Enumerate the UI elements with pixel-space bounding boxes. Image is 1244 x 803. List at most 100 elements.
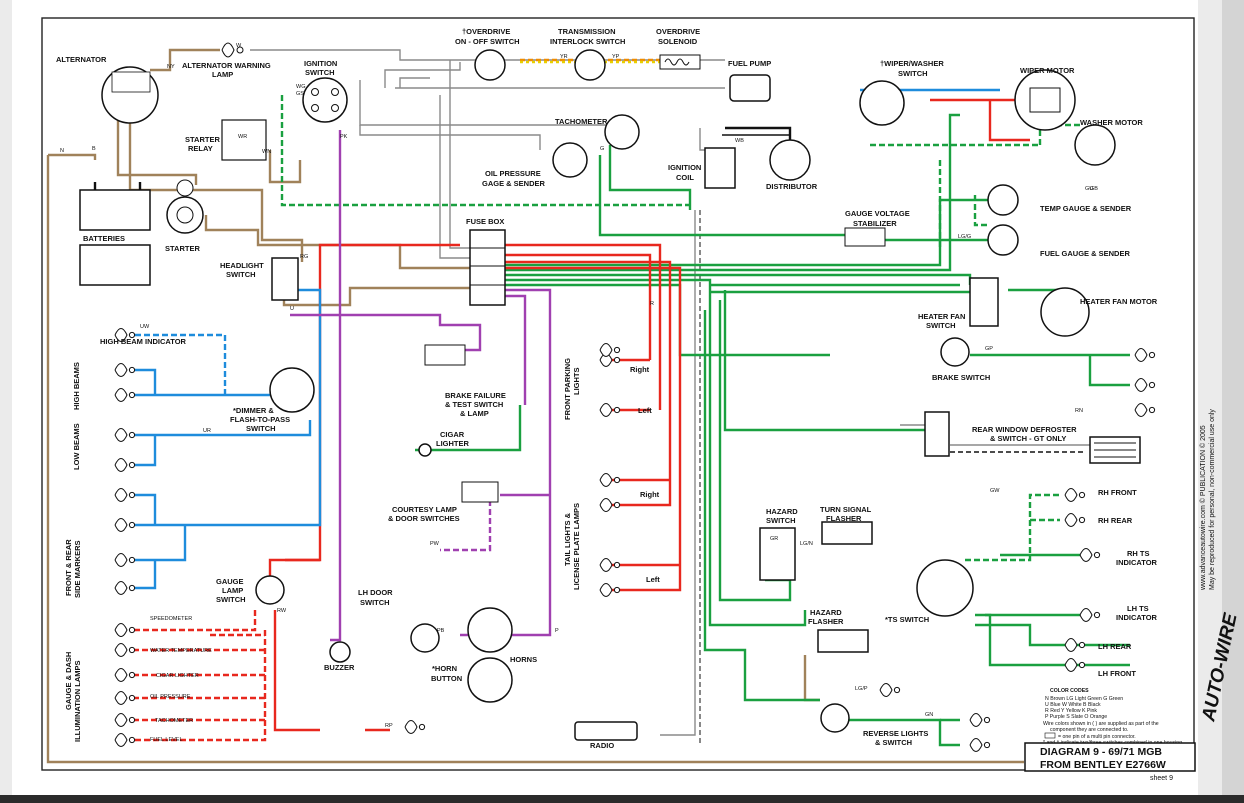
side-usage: May be reproduced for personal, non-comm… <box>1209 409 1216 590</box>
wire-code-label: RG <box>300 254 308 260</box>
lamp-bulb-icon <box>404 720 418 734</box>
starter-relay <box>221 119 267 161</box>
label-courtesy-2: & DOOR SWITCHES <box>388 514 460 523</box>
label-brake-failure-3: & LAMP <box>460 409 489 418</box>
wire-code-label: GB <box>1090 186 1098 192</box>
label-low-beams: LOW BEAMS <box>72 423 81 470</box>
oil-pressure-gauge <box>552 142 588 178</box>
label-rh-front: RH FRONT <box>1098 488 1137 497</box>
wiper-washer-switch <box>859 80 905 126</box>
color-codes-legend: COLOR CODES N Brown LG Light Green G Gre… <box>1043 688 1182 746</box>
label-fuel-gauge: FUEL GAUGE & SENDER <box>1040 249 1130 258</box>
lamp-bulb-icon <box>1079 608 1093 622</box>
label-gauge-lamp-3: SWITCH <box>216 595 246 604</box>
label-heater-motor: HEATER FAN MOTOR <box>1080 297 1158 306</box>
lamp-bulb-icon <box>599 583 613 597</box>
label-rh-rear: RH REAR <box>1098 516 1133 525</box>
wire-code-label: WB <box>735 138 744 144</box>
wire-code-label: UW <box>140 324 150 330</box>
wiper-motor <box>1014 69 1076 131</box>
legend-note-2: component they are connected to. <box>1050 727 1128 733</box>
lamp-bulb-icon <box>114 623 128 637</box>
starter-motor <box>166 179 204 234</box>
lamp-terminal-icon <box>128 671 136 679</box>
label-starter-relay-1: STARTER <box>185 135 220 144</box>
lamp-bulb-icon <box>114 363 128 377</box>
washer-motor <box>1074 124 1116 166</box>
lamp-bulb-icon <box>879 683 893 697</box>
side-credit: www.advanceautowire.com © PUBLICATION © … <box>1199 425 1207 591</box>
sheet-label: sheet 9 <box>1150 775 1173 782</box>
component-labels: ALTERNATOR ALTERNATOR WARNING LAMP IGNIT… <box>56 27 1158 750</box>
lamp-terminal-icon <box>1078 516 1086 524</box>
label-water-temp: WATER TEMPERATURE <box>150 648 212 654</box>
wire-code-label: LG/N <box>800 541 813 547</box>
lamp-terminal-icon <box>418 723 426 731</box>
rear-defroster-switch <box>924 411 950 457</box>
lamp-terminal-icon <box>983 741 991 749</box>
lamp-bulb-icon <box>114 553 128 567</box>
legend-row-1: N Brown LG Light Green G Green <box>1045 696 1123 702</box>
lamp-bulb-icon <box>969 738 983 752</box>
diagram-frame <box>41 17 1195 771</box>
legend-row-2: U Blue W White B Black <box>1045 702 1101 708</box>
lamp-terminal-icon <box>613 586 621 594</box>
wires-blue <box>130 88 1000 590</box>
label-batteries: BATTERIES <box>83 234 125 243</box>
label-gauge-lamp-2: LAMP <box>222 586 243 595</box>
lamp-bulb-icon <box>114 581 128 595</box>
label-brake-failure-2: & TEST SWITCH <box>445 400 503 409</box>
label-brake-failure-1: BRAKE FAILURE <box>445 391 506 400</box>
label-front-left: Left <box>638 406 652 415</box>
battery-1 <box>79 189 151 231</box>
lamp-bulb-icon <box>114 458 128 472</box>
lamp-bulb-icon <box>599 403 613 417</box>
lamp-terminal-icon <box>1148 351 1156 359</box>
wire-code-label: PW <box>430 541 440 547</box>
bottom-bar <box>0 795 1244 803</box>
legend-note-3: = one pin of a multi pin connector. <box>1058 734 1136 740</box>
courtesy-lamp-switch <box>461 481 499 503</box>
label-gauge-dash-2: ILLUMINATION LAMPS <box>73 660 82 742</box>
tachometer <box>604 114 640 150</box>
label-ignition: IGNITION <box>304 59 337 68</box>
label-horn-button-1: *HORN <box>432 664 457 673</box>
wire-code-label: P <box>555 628 559 634</box>
lamp-bulb-icon <box>1064 638 1078 652</box>
wire-code-label: WR <box>238 134 247 140</box>
wire-code-label: U <box>290 306 294 312</box>
lamp-bulb-icon <box>599 343 613 357</box>
horn-button <box>410 623 440 653</box>
label-oil-lamp: OIL PRESSURE <box>150 694 191 700</box>
label-lh-ts-2: INDICATOR <box>1116 613 1158 622</box>
wire-code-label: LG/G <box>958 234 971 240</box>
label-radio: RADIO <box>590 741 614 750</box>
lamp-terminal-icon <box>983 716 991 724</box>
wire-code-label: YR <box>560 54 568 60</box>
lamp-bulb-icon <box>114 691 128 705</box>
lamp-bulb-icon <box>1134 348 1148 362</box>
scrollbar-track[interactable] <box>1222 0 1244 803</box>
lamp-terminal-icon <box>128 491 136 499</box>
lamp-terminal-icon <box>128 646 136 654</box>
label-lh-front: LH FRONT <box>1098 669 1136 678</box>
label-gauge-lamp-1: GAUGE <box>216 577 244 586</box>
legend-title: COLOR CODES <box>1050 688 1089 694</box>
gauge-voltage-stabilizer <box>844 227 886 247</box>
label-ts-switch: *TS SWITCH <box>885 615 929 624</box>
label-front-parking-2: LIGHTS <box>572 368 581 396</box>
label-hazard-switch-1: HAZARD <box>766 507 798 516</box>
label-reverse-1: REVERSE LIGHTS <box>863 729 928 738</box>
label-distributor: DISTRIBUTOR <box>766 182 818 191</box>
label-lh-door-1: LH DOOR <box>358 588 393 597</box>
rotated-labels: HIGH BEAMS LOW BEAMS FRONT & REAR SIDE M… <box>64 358 581 742</box>
wire-code-label: GR <box>770 536 778 542</box>
interlock-switch <box>574 49 606 81</box>
label-high-beams: HIGH BEAMS <box>72 362 81 410</box>
lamp-terminal-icon <box>1078 641 1086 649</box>
label-dimmer-2: FLASH-TO-PASS <box>230 415 290 424</box>
lamp-terminal-icon <box>128 331 136 339</box>
wires-purple <box>290 130 552 642</box>
overdrive-solenoid <box>659 54 701 70</box>
